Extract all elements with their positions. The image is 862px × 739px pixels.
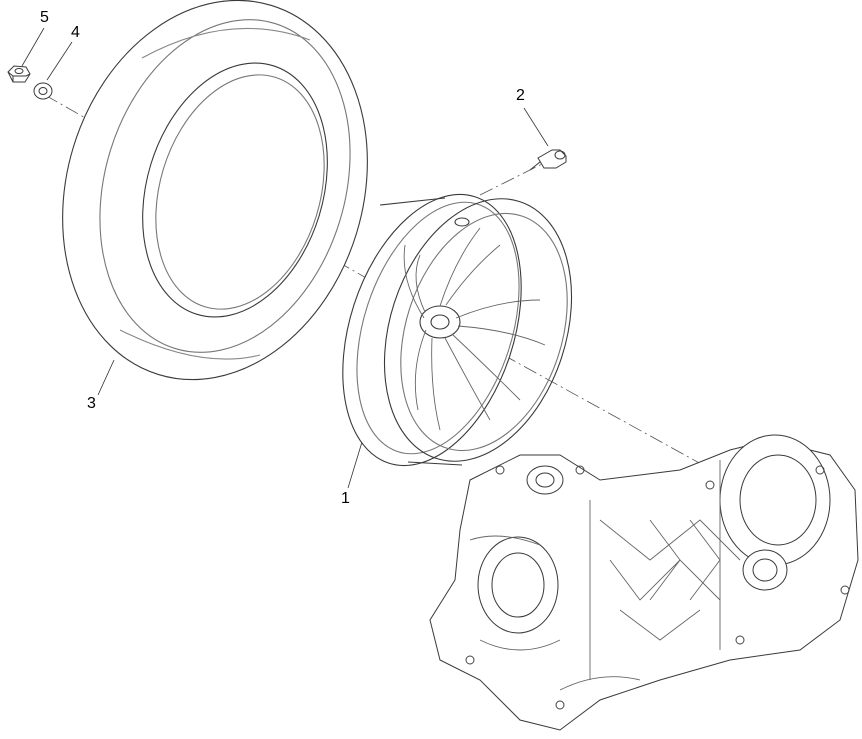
wheel-rim-part-1: [342, 193, 573, 467]
valve-part-2: [529, 149, 567, 171]
washer-part-4: [33, 82, 53, 100]
nut-part-5: [7, 65, 31, 83]
callout-5: 5: [40, 9, 49, 26]
callout-2: 2: [516, 87, 525, 104]
callout-3: 3: [87, 395, 96, 412]
callout-1: 1: [341, 490, 350, 507]
callout-4: 4: [71, 24, 80, 41]
engine-crankcase: [429, 434, 859, 731]
tyre-part-3: [62, 0, 368, 381]
leader-lines: [21, 27, 549, 489]
